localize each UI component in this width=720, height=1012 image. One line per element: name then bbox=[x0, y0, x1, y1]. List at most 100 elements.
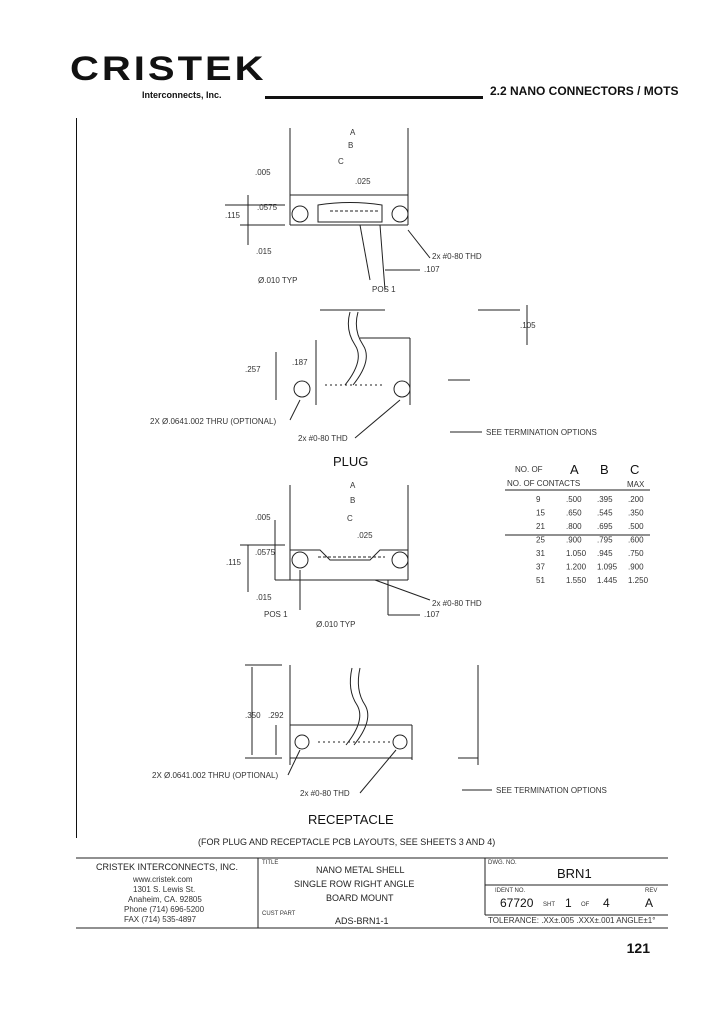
tb-dwg-label: DWG. NO. bbox=[488, 860, 517, 866]
rec-optional-holes: 2X Ø.0641.002 THRU (OPTIONAL) bbox=[152, 771, 278, 780]
table-cell: .750 bbox=[628, 549, 644, 558]
table-header-b: B bbox=[600, 462, 609, 477]
rec-dim-292: .292 bbox=[268, 711, 284, 720]
table-cell: .350 bbox=[628, 509, 644, 518]
tb-rev-label: REV bbox=[645, 888, 657, 894]
plug-dim-105: .105 bbox=[520, 321, 536, 330]
table-cell: .545 bbox=[597, 509, 613, 518]
tb-web: www.cristek.com bbox=[132, 875, 193, 884]
rec-dim-015: .015 bbox=[256, 593, 272, 602]
rec-dim-a: A bbox=[350, 481, 356, 490]
tb-part-number: ADS-BRN1-1 bbox=[335, 916, 389, 926]
table-cell: 1.250 bbox=[628, 576, 649, 585]
tb-dwg-number: BRN1 bbox=[557, 866, 592, 881]
plug-pos1: POS 1 bbox=[372, 285, 396, 294]
table-header-contacts: NO. OF bbox=[515, 465, 543, 474]
table-header-c: C bbox=[630, 462, 639, 477]
plug-dim-b: B bbox=[348, 141, 353, 150]
margin-line bbox=[76, 118, 77, 838]
tb-of-label: OF bbox=[581, 902, 590, 908]
tb-ident: 67720 bbox=[500, 896, 534, 910]
table-cell: 1.095 bbox=[597, 563, 618, 572]
plug-dim-257: .257 bbox=[245, 365, 261, 374]
rec-dim-350: .350 bbox=[245, 711, 261, 720]
table-cell: 15 bbox=[536, 509, 545, 518]
table-cell: .200 bbox=[628, 495, 644, 504]
tb-rev: A bbox=[645, 896, 653, 910]
table-cell: .695 bbox=[597, 522, 613, 531]
table-cell: .500 bbox=[628, 522, 644, 531]
rec-dim-005: .005 bbox=[255, 513, 271, 522]
plug-dim-107: .107 bbox=[424, 265, 440, 274]
table-cell: .900 bbox=[628, 563, 644, 572]
tb-ident-label: IDENT NO. bbox=[495, 888, 526, 894]
tb-title-1: NANO METAL SHELL bbox=[316, 865, 405, 875]
rec-dim-c: C bbox=[347, 514, 353, 523]
tb-title-label: TITLE bbox=[262, 860, 278, 866]
logo-subtitle: Interconnects, Inc. bbox=[142, 90, 222, 100]
rec-dim-115: .115 bbox=[226, 558, 242, 567]
plug-optional-holes: 2X Ø.0641.002 THRU (OPTIONAL) bbox=[150, 417, 276, 426]
tb-sht-label: SHT bbox=[543, 902, 555, 908]
rec-thd: 2x #0-80 THD bbox=[300, 789, 350, 798]
tb-of: 4 bbox=[603, 896, 610, 910]
rec-dim-b: B bbox=[350, 496, 355, 505]
page-number: 121 bbox=[626, 940, 650, 956]
tb-tolerance: TOLERANCE: .XX±.005 .XXX±.001 ANGLE±1° bbox=[488, 916, 655, 925]
plug-holes: 2x #0-80 THD bbox=[432, 252, 482, 261]
table-cell: 1.050 bbox=[566, 549, 587, 558]
plug-termination: SEE TERMINATION OPTIONS bbox=[486, 428, 597, 437]
plug-dim-a: A bbox=[350, 128, 356, 137]
tb-title-2: SINGLE ROW RIGHT ANGLE bbox=[294, 879, 414, 889]
rec-typ: Ø.010 TYP bbox=[316, 620, 355, 629]
tb-part-label: CUST PART bbox=[262, 911, 296, 917]
table-cell: .650 bbox=[566, 509, 582, 518]
tb-sheet: 1 bbox=[565, 896, 572, 910]
table-cell: .945 bbox=[597, 549, 613, 558]
tb-address-2: Anaheim, CA. 92805 bbox=[128, 895, 202, 904]
table-cell: 31 bbox=[536, 549, 545, 558]
plug-label: PLUG bbox=[333, 454, 368, 469]
table-header-max: MAX bbox=[627, 480, 645, 489]
table-cell: .900 bbox=[566, 536, 582, 545]
table-cell: .795 bbox=[597, 536, 613, 545]
header-rule bbox=[265, 96, 483, 99]
table-cell: .500 bbox=[566, 495, 582, 504]
table-cell: 37 bbox=[536, 563, 545, 572]
tb-fax: FAX (714) 535-4897 bbox=[124, 915, 197, 924]
rec-dim-107: .107 bbox=[424, 610, 440, 619]
table-cell: 21 bbox=[536, 522, 545, 531]
company-logo: CRISTEK bbox=[70, 50, 267, 88]
rec-pos1: POS 1 bbox=[264, 610, 288, 619]
rec-dim-0575: .0575 bbox=[255, 548, 276, 557]
plug-dim-015: .015 bbox=[256, 247, 272, 256]
table-cell: 51 bbox=[536, 576, 545, 585]
tb-title-3: BOARD MOUNT bbox=[326, 893, 394, 903]
table-cell: .395 bbox=[597, 495, 613, 504]
receptacle-label: RECEPTACLE bbox=[308, 812, 394, 827]
plug-dim-c: C bbox=[338, 157, 344, 166]
tb-company: CRISTEK INTERCONNECTS, INC. bbox=[96, 862, 238, 872]
plug-thd: 2x #0-80 THD bbox=[298, 434, 348, 443]
pcb-note: (FOR PLUG AND RECEPTACLE PCB LAYOUTS, SE… bbox=[198, 837, 495, 847]
plug-typ: Ø.010 TYP bbox=[258, 276, 297, 285]
table-cell: 1.200 bbox=[566, 563, 587, 572]
tb-address-1: 1301 S. Lewis St. bbox=[133, 885, 195, 894]
rec-holes: 2x #0-80 THD bbox=[432, 599, 482, 608]
table-header-a: A bbox=[570, 462, 579, 477]
table-cell: 1.445 bbox=[597, 576, 618, 585]
plug-dim-025: .025 bbox=[355, 177, 371, 186]
table-cell: 9 bbox=[536, 495, 541, 504]
table-cell: 25 bbox=[536, 536, 545, 545]
tb-phone: Phone (714) 696-5200 bbox=[124, 905, 205, 914]
rec-termination: SEE TERMINATION OPTIONS bbox=[496, 786, 607, 795]
plug-dim-005: .005 bbox=[255, 168, 271, 177]
table-header-contacts: NO. OF CONTACTS bbox=[507, 479, 580, 488]
section-title: 2.2 NANO CONNECTORS / MOTS bbox=[490, 84, 679, 98]
table-cell: .600 bbox=[628, 536, 644, 545]
plug-dim-187: .187 bbox=[292, 358, 308, 367]
plug-dim-0575: .0575 bbox=[257, 203, 278, 212]
table-cell: .800 bbox=[566, 522, 582, 531]
plug-dim-115: .115 bbox=[225, 211, 241, 220]
